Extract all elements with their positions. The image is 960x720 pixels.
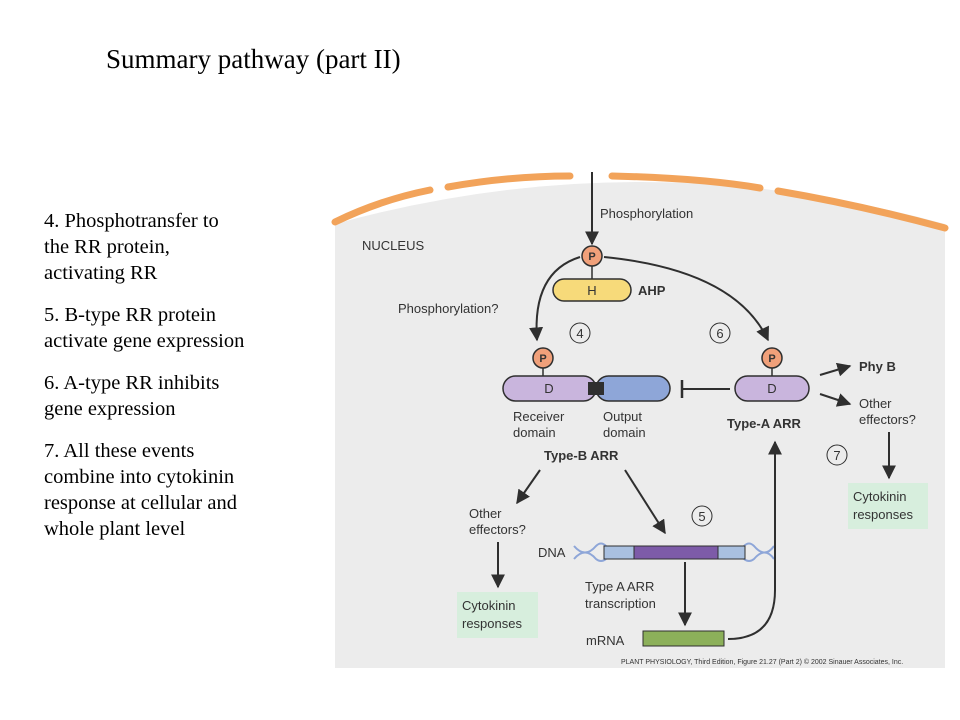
typea-receiver-domain <box>734 375 810 402</box>
step-4-marker: 4 <box>576 326 583 341</box>
svg-text:P: P <box>588 251 595 263</box>
dna-helix-left <box>573 542 607 562</box>
mrna-label: mRNA <box>586 633 625 648</box>
ahp-h-label: H <box>587 283 596 298</box>
svg-text:D: D <box>544 381 553 396</box>
ahp-label: AHP <box>638 283 666 298</box>
transcription-label-1: Type A ARR <box>585 579 654 594</box>
phy-b-label: Phy B <box>859 359 896 374</box>
svg-text:D: D <box>767 381 776 396</box>
svg-text:P: P <box>768 353 775 365</box>
note-step-6: 6. A-type RR inhibits gene expression <box>44 372 220 420</box>
cytokinin-responses-box-left <box>457 592 538 638</box>
transcription-label-2: transcription <box>585 596 656 611</box>
svg-text:Cytokinin: Cytokinin <box>462 598 515 613</box>
typeb-other-effectors-label-2: effectors? <box>469 522 526 537</box>
note-step-7: 7. All these events combine into cytokin… <box>44 440 237 540</box>
phosphotransfer-to-typea-arrow <box>603 256 769 342</box>
slide-title: Summary pathway (part II) <box>106 44 401 74</box>
type-a-synthesis-arrow <box>727 440 782 640</box>
step-5-marker: 5 <box>698 509 705 524</box>
cytokinin-responses-box-right <box>848 483 928 529</box>
phosphorylation-question-label: Phosphorylation? <box>398 301 498 316</box>
note-step-4: 4. Phosphotransfer to the RR protein, ac… <box>44 210 219 284</box>
figure-credit: PLANT PHYSIOLOGY, Third Edition, Figure … <box>621 658 903 666</box>
dna-label: DNA <box>538 545 566 560</box>
receiver-domain-label-2: domain <box>513 425 556 440</box>
phosphotransfer-to-typeb-arrow <box>529 256 581 342</box>
typeb-phosphate <box>532 347 554 369</box>
note-step-5: 5. B-type RR protein activate gene expre… <box>44 304 245 352</box>
ahp-phosphate <box>581 245 603 267</box>
ahp-protein <box>552 278 632 302</box>
notes-list: 4. Phosphotransfer to the RR protein, ac… <box>44 208 314 558</box>
type-a-arr-gene <box>633 545 719 560</box>
mrna-strand <box>642 630 725 647</box>
typeb-output-domain <box>595 375 671 402</box>
phosphorylation-label: Phosphorylation <box>600 206 693 221</box>
svg-text:responses: responses <box>853 507 913 522</box>
typea-other-effectors-label-2: effectors? <box>859 412 916 427</box>
type-b-arr-label: Type-B ARR <box>544 448 619 463</box>
dna-flank-right <box>717 545 746 560</box>
step-6-marker: 6 <box>716 326 723 341</box>
nucleus-label: NUCLEUS <box>362 238 424 253</box>
dna-helix-right <box>743 542 775 562</box>
nucleus-region <box>335 182 945 668</box>
typeb-other-effectors-label-1: Other <box>469 506 502 521</box>
dna-flank-left <box>603 545 635 560</box>
output-domain-label-2: domain <box>603 425 646 440</box>
nuclear-envelope <box>331 172 949 232</box>
typea-phosphate <box>761 347 783 369</box>
output-domain-label-1: Output <box>603 409 642 424</box>
step-7-marker: 7 <box>833 448 840 463</box>
receiver-domain-label-1: Receiver <box>513 409 565 424</box>
svg-text:P: P <box>539 353 546 365</box>
svg-text:Cytokinin: Cytokinin <box>853 489 906 504</box>
type-a-arr-label: Type-A ARR <box>727 416 802 431</box>
typea-other-effectors-label-1: Other <box>859 396 892 411</box>
svg-text:responses: responses <box>462 616 522 631</box>
